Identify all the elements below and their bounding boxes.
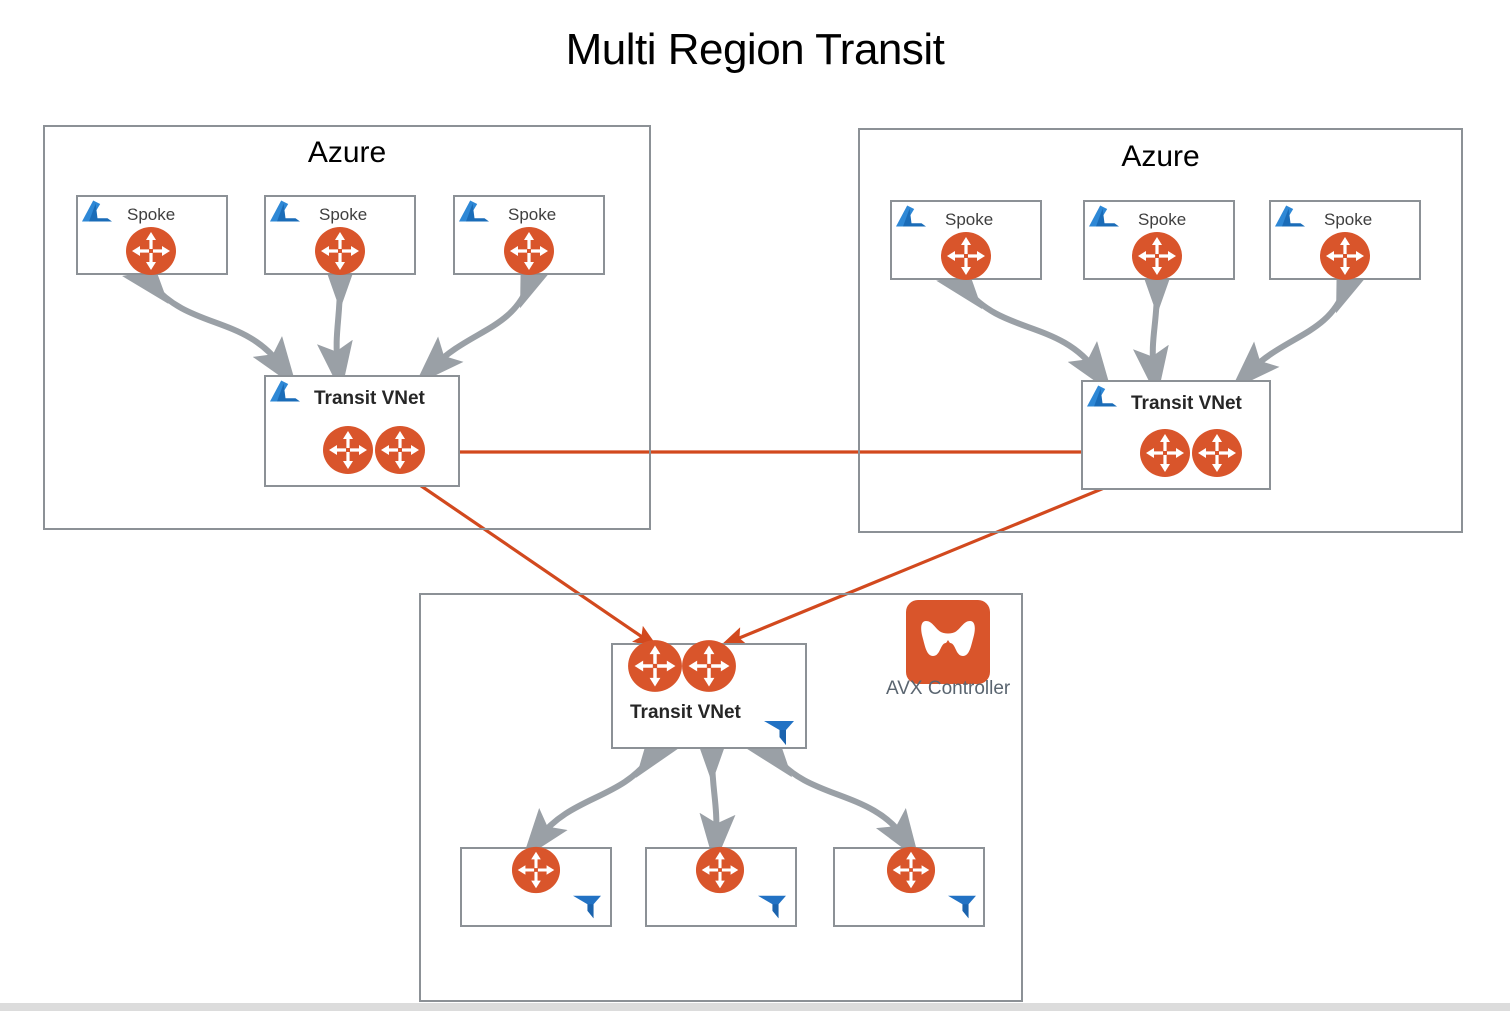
node-right-spoke-3-label: Spoke (1324, 210, 1373, 229)
bottom-scroll-bar[interactable] (0, 1003, 1510, 1011)
router-icon (126, 227, 176, 275)
node-left-transit-vnet-label: Transit VNet (314, 388, 425, 409)
router-icon (1320, 232, 1370, 280)
router-icon (1140, 429, 1190, 477)
region-azure-right-label: Azure (1121, 140, 1200, 173)
node-left-spoke-3-label: Spoke (508, 205, 557, 224)
azure-logo-icon (82, 200, 112, 222)
azure-logo-icon (459, 200, 489, 222)
node-right-spoke-1-label: Spoke (945, 210, 994, 229)
node-right-spoke-2-label: Spoke (1138, 210, 1187, 229)
router-icon (1192, 429, 1242, 477)
region-azure-right[interactable] (858, 128, 1463, 533)
aviatrix-logo-icon (921, 621, 975, 656)
router-icon (504, 227, 554, 275)
vnet-logo-icon (764, 721, 794, 745)
vnet-logo-icon (948, 895, 976, 919)
router-icon (886, 846, 936, 894)
node-bottom-transit-vnet-label: Transit VNet (630, 702, 741, 723)
node-left-spoke-2-label: Spoke (319, 205, 368, 224)
router-icon (323, 426, 373, 474)
azure-logo-icon (896, 205, 926, 227)
region-aviatrix-bottom[interactable] (419, 593, 1023, 1002)
vnet-logo-icon (573, 895, 601, 919)
region-azure-left-label: Azure (307, 136, 387, 169)
node-right-transit-vnet-label: Transit VNet (1131, 393, 1242, 414)
router-icon (695, 846, 745, 894)
azure-logo-icon (1087, 385, 1117, 407)
router-icon (315, 227, 365, 275)
node-left-spoke-1-label: Spoke (127, 205, 176, 224)
vnet-logo-icon (758, 895, 786, 919)
router-icon (511, 846, 561, 894)
router-icon (1132, 232, 1182, 280)
azure-logo-icon (270, 200, 300, 222)
router-icon (941, 232, 991, 280)
router-icon (682, 640, 736, 692)
azure-logo-icon (1275, 205, 1305, 227)
region-azure-left[interactable] (43, 125, 651, 530)
azure-logo-icon (270, 380, 300, 402)
azure-logo-icon (1089, 205, 1119, 227)
page-title: Multi Region Transit (565, 25, 945, 74)
avx-controller-label: AVX Controller (886, 678, 1011, 699)
avx-controller-tile[interactable] (906, 600, 990, 684)
router-icon (375, 426, 425, 474)
router-icon (628, 640, 682, 692)
